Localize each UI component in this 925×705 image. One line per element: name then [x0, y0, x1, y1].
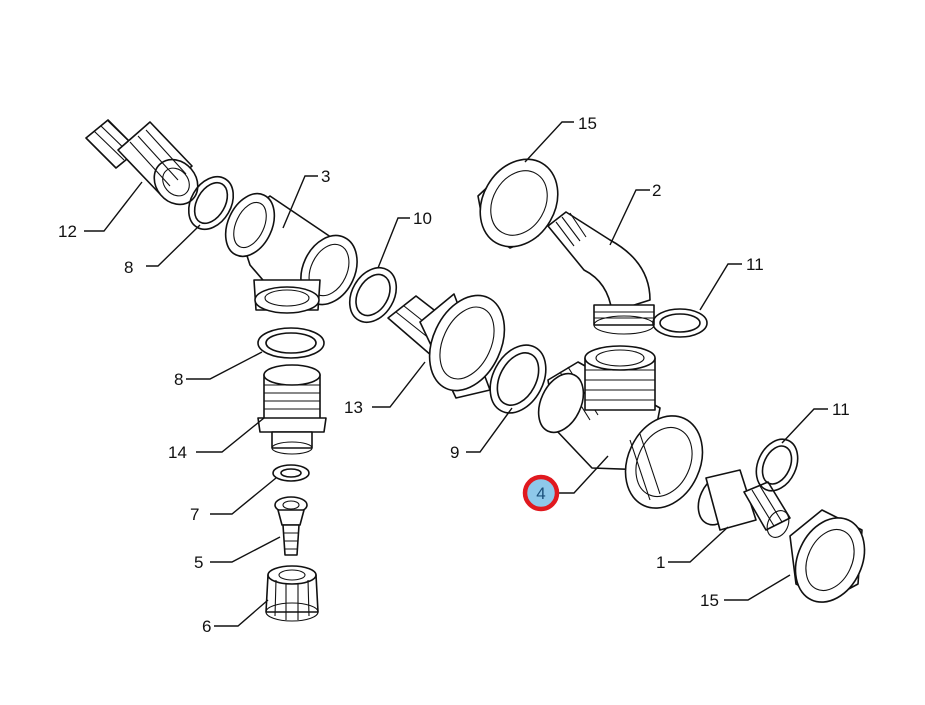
label-12[interactable]: 12: [58, 222, 77, 241]
part-labels: 12 8 3 10 8 14 7 5 6 13 9 15 2 11 11 1 1…: [58, 114, 850, 636]
part-11-o-ring-upper[interactable]: [652, 308, 708, 338]
label-3[interactable]: 3: [321, 167, 330, 186]
highlight-callout-4[interactable]: 4: [522, 474, 560, 512]
label-14[interactable]: 14: [168, 443, 187, 462]
part-3-tee-fitting[interactable]: [216, 186, 368, 314]
label-11-lower[interactable]: 11: [832, 400, 850, 419]
part-14-threaded-nipple[interactable]: [257, 364, 327, 455]
part-12-hose-barb-adapter[interactable]: [85, 119, 207, 213]
part-5-small-barb[interactable]: [274, 496, 308, 556]
label-2[interactable]: 2: [652, 181, 661, 200]
label-8-upper[interactable]: 8: [124, 258, 133, 277]
part-4-main-tee[interactable]: [530, 345, 717, 521]
label-15-lower[interactable]: 15: [700, 591, 719, 610]
part-6-nut[interactable]: [265, 565, 319, 622]
label-6[interactable]: 6: [202, 617, 211, 636]
part-15-union-nut-lower[interactable]: [782, 507, 877, 614]
label-8-lower[interactable]: 8: [174, 370, 183, 389]
label-5[interactable]: 5: [194, 553, 203, 572]
part-1-barb-adapter[interactable]: [691, 469, 793, 541]
highlight-ring[interactable]: [522, 474, 560, 512]
label-11-upper[interactable]: 11: [746, 255, 764, 274]
part-2-elbow-barb[interactable]: [547, 211, 655, 335]
label-1[interactable]: 1: [656, 553, 665, 572]
label-4[interactable]: 4: [536, 484, 545, 503]
part-11-o-ring-lower[interactable]: [748, 432, 805, 497]
leader-lines: [84, 121, 828, 627]
part-10-o-ring[interactable]: [340, 259, 405, 330]
label-13[interactable]: 13: [344, 398, 363, 417]
part-8-o-ring-lower[interactable]: [257, 327, 325, 359]
part-13-reducer[interactable]: [387, 283, 519, 402]
label-9[interactable]: 9: [450, 443, 459, 462]
label-10[interactable]: 10: [413, 209, 432, 228]
label-7[interactable]: 7: [190, 505, 199, 524]
part-7-washer[interactable]: [272, 464, 310, 482]
part-9-o-ring[interactable]: [479, 335, 557, 422]
label-15-upper[interactable]: 15: [578, 114, 597, 133]
part-15-union-nut-upper[interactable]: [465, 145, 573, 261]
